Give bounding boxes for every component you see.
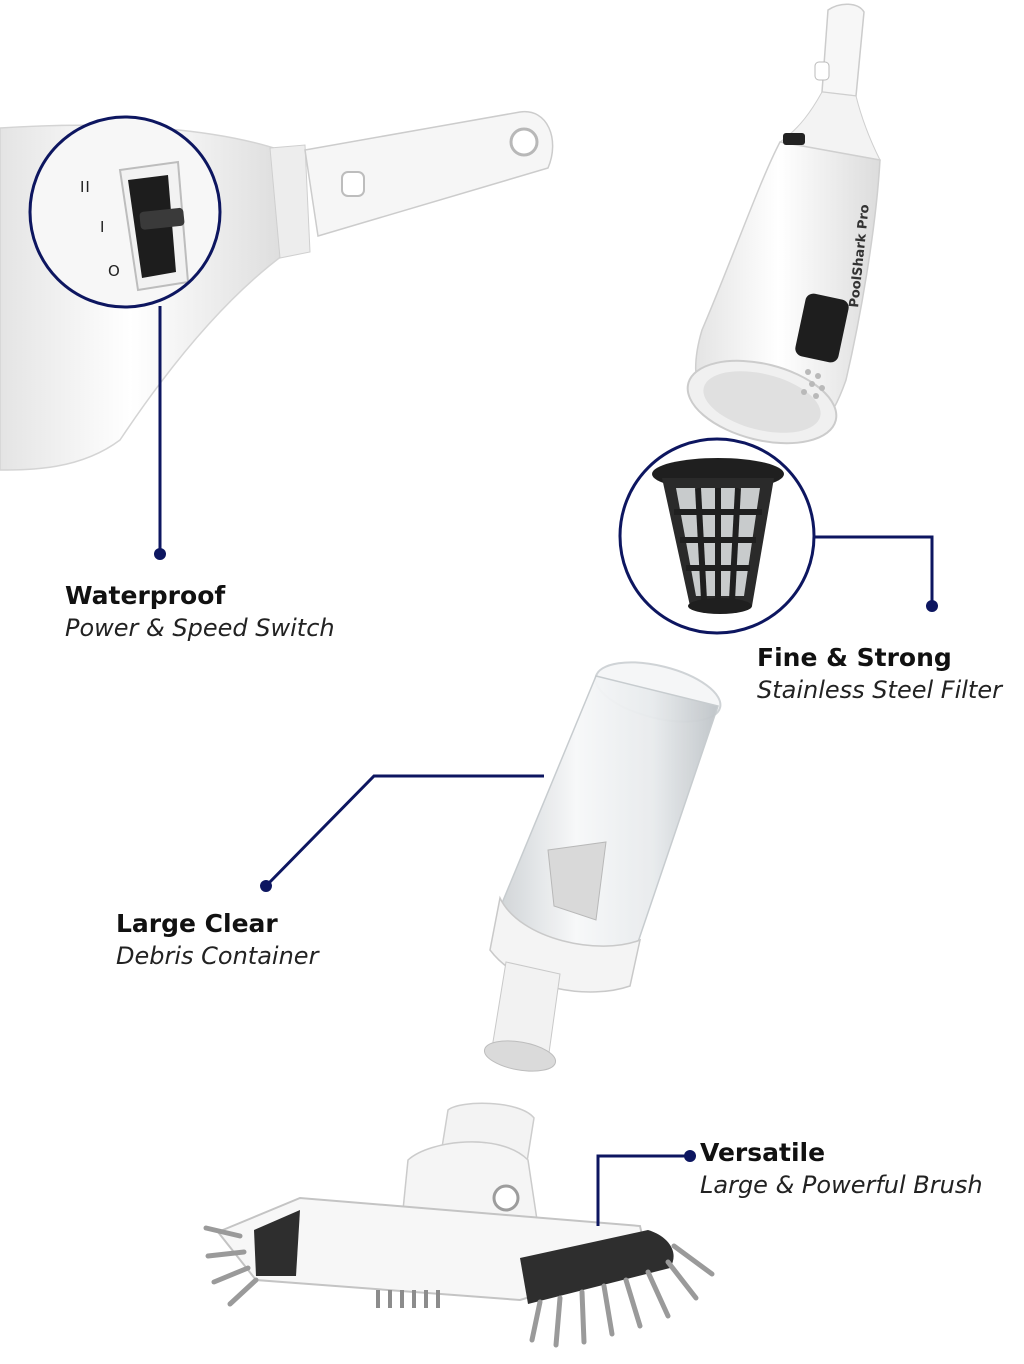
callout-filter: Fine & Strong Stainless Steel Filter: [757, 642, 1002, 706]
filter-leader-dot: [926, 600, 938, 612]
container-leader-dot: [260, 880, 272, 892]
switch-mark-low: I: [100, 218, 105, 236]
callout-title: Large Clear: [116, 909, 278, 938]
callout-title: Fine & Strong: [757, 643, 952, 672]
callout-title: Versatile: [700, 1138, 826, 1167]
callout-brush: Versatile Large & Powerful Brush: [700, 1137, 983, 1201]
brush-head: [203, 1102, 715, 1348]
container-leader-line: [264, 774, 544, 888]
callout-debris-container: Large Clear Debris Container: [116, 908, 318, 972]
switch-zoom-circle: [28, 115, 222, 309]
callout-title: Waterproof: [65, 581, 226, 610]
filter-zoom-circle: [618, 437, 816, 635]
debris-container: [483, 661, 722, 1072]
leader-dots: [154, 548, 938, 1162]
brush-leader-line: [596, 1154, 690, 1226]
switch-mark-high: II: [80, 178, 91, 196]
callout-subtitle: Debris Container: [116, 942, 319, 970]
brush-leader-dot: [684, 1150, 696, 1162]
switch-mark-off: O: [108, 262, 120, 280]
filter-leader-line: [814, 535, 934, 605]
leader-lines: [158, 306, 934, 1226]
callout-subtitle: Power & Speed Switch: [65, 614, 335, 642]
switch-leader-dot: [154, 548, 166, 560]
callout-subtitle: Stainless Steel Filter: [757, 676, 1002, 704]
vacuum-body: PoolShark Pro: [686, 3, 881, 445]
callout-subtitle: Large & Powerful Brush: [700, 1171, 983, 1199]
callout-power-switch: Waterproof Power & Speed Switch: [65, 580, 335, 644]
